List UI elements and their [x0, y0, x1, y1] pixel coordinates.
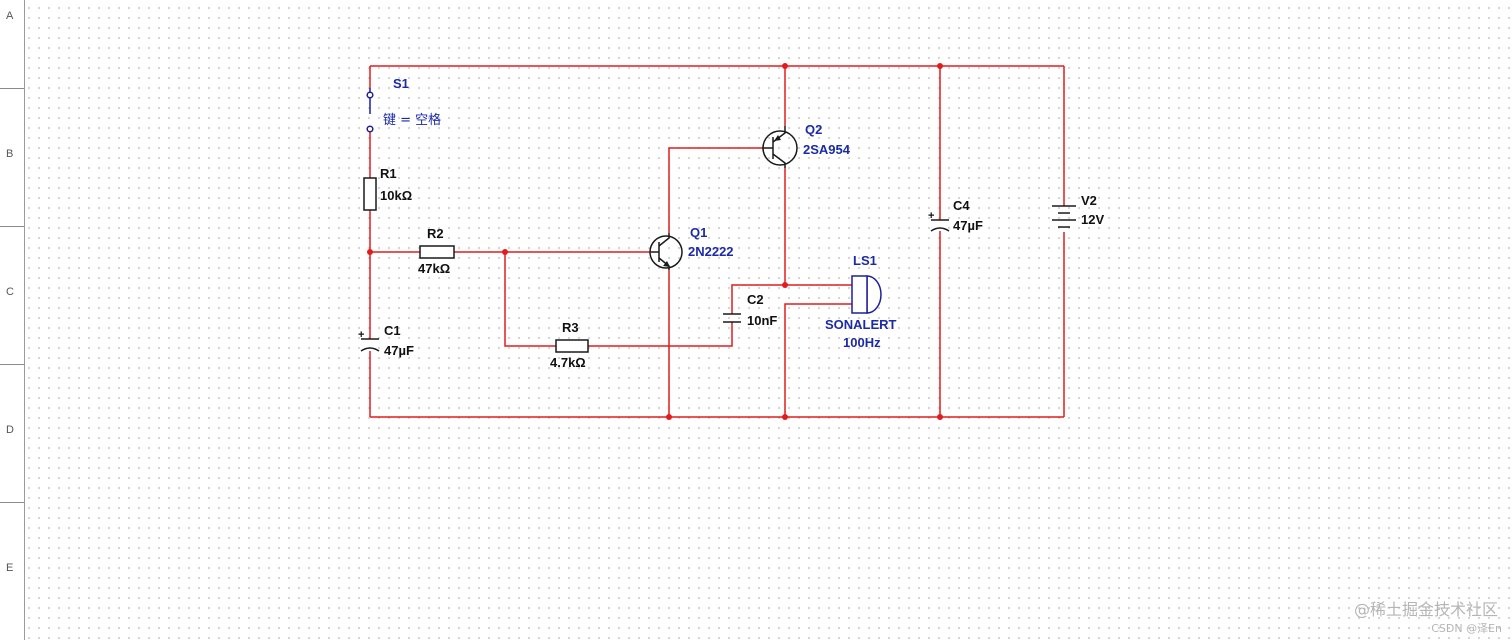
q2-ref-label: Q2 [805, 122, 822, 137]
ls1-ref-label: LS1 [853, 253, 877, 268]
c2-ref-label: C2 [747, 292, 764, 307]
resistor-r1[interactable]: R1 10kΩ [363, 166, 412, 211]
c1-value-label: 47µF [384, 343, 414, 358]
c1-polarity: + [358, 329, 364, 341]
ruler-row-a: A [6, 10, 14, 22]
q1-ref-label: Q1 [690, 225, 707, 240]
c4-ref-label: C4 [953, 198, 970, 213]
capacitor-c2[interactable]: C2 10nF [723, 292, 777, 328]
ruler-divider [0, 502, 24, 503]
buzzer-body [866, 275, 882, 314]
ls1-freq-label: 100Hz [843, 335, 881, 350]
junction-dot [666, 414, 672, 420]
watermark-text: @稀土掘金技术社区 [1353, 600, 1498, 619]
ruler-row-e: E [6, 562, 14, 574]
emitter-arrow [774, 135, 781, 141]
capacitor-plate [930, 227, 950, 232]
resistor-body [363, 177, 377, 211]
c4-value-label: 47µF [953, 218, 983, 233]
r2-ref-label: R2 [427, 226, 444, 241]
r1-value-label: 10kΩ [380, 188, 412, 203]
s1-ref-label: S1 [393, 76, 409, 91]
row-ruler: A B C D E [0, 0, 25, 640]
junction-dot [937, 63, 943, 69]
r3-value-label: 4.7kΩ [550, 355, 586, 370]
v2-value-label: 12V [1081, 212, 1104, 227]
ruler-row-c: C [6, 286, 14, 298]
wire-q1-collector [668, 147, 762, 233]
capacitor-plate [360, 347, 380, 352]
ruler-row-d: D [6, 424, 14, 436]
wire-c2-up [731, 284, 785, 314]
ruler-divider [0, 88, 24, 89]
capacitor-c4[interactable]: + C4 47µF [928, 198, 983, 233]
resistor-r3[interactable]: R3 4.7kΩ [550, 320, 589, 370]
switch-terminal [366, 91, 374, 99]
r2-value-label: 47kΩ [418, 261, 450, 276]
junction-dot [367, 249, 373, 255]
battery-v2[interactable]: V2 12V [1052, 193, 1104, 228]
q2-model-label: 2SA954 [803, 142, 851, 157]
wire-r3-to-c2 [588, 322, 733, 347]
r1-ref-label: R1 [380, 166, 397, 181]
junction-dot [782, 282, 788, 288]
transistor-q1[interactable]: Q1 2N2222 [649, 225, 734, 270]
wire-ls1-bottom [784, 303, 852, 417]
switch-s1[interactable]: S1 键 = 空格 [366, 76, 441, 133]
credit-text: CSDN @泽En [1431, 622, 1502, 635]
switch-terminal [366, 125, 374, 133]
transistor-collector-lead [658, 233, 670, 247]
buzzer-ls1[interactable]: LS1 SONALERT 100Hz [825, 253, 897, 350]
ls1-model-label: SONALERT [825, 317, 897, 332]
wires [369, 65, 1065, 418]
r3-ref-label: R3 [562, 320, 579, 335]
ruler-divider [0, 364, 24, 365]
junction-dot [937, 414, 943, 420]
q1-model-label: 2N2222 [688, 244, 734, 259]
resistor-r2[interactable]: R2 47kΩ [418, 226, 455, 276]
c4-polarity: + [928, 210, 934, 222]
junction-dot [782, 63, 788, 69]
ruler-row-b: B [6, 148, 14, 160]
junction-dot [782, 414, 788, 420]
resistor-body [419, 245, 455, 259]
ruler-divider [0, 226, 24, 227]
buzzer-base [851, 275, 868, 314]
capacitor-c1[interactable]: + C1 47µF [358, 323, 414, 358]
s1-key-label: 键 = 空格 [383, 112, 441, 128]
resistor-body [555, 339, 589, 353]
wire-r3-branch [504, 252, 556, 347]
c2-value-label: 10nF [747, 313, 777, 328]
emitter-arrow [663, 261, 670, 267]
transistor-collector-lead [772, 153, 786, 168]
c1-ref-label: C1 [384, 323, 401, 338]
junction-dot [502, 249, 508, 255]
transistor-body [649, 235, 683, 269]
transistor-q2[interactable]: Q2 2SA954 [762, 122, 851, 168]
junctions [367, 63, 943, 420]
v2-ref-label: V2 [1081, 193, 1097, 208]
